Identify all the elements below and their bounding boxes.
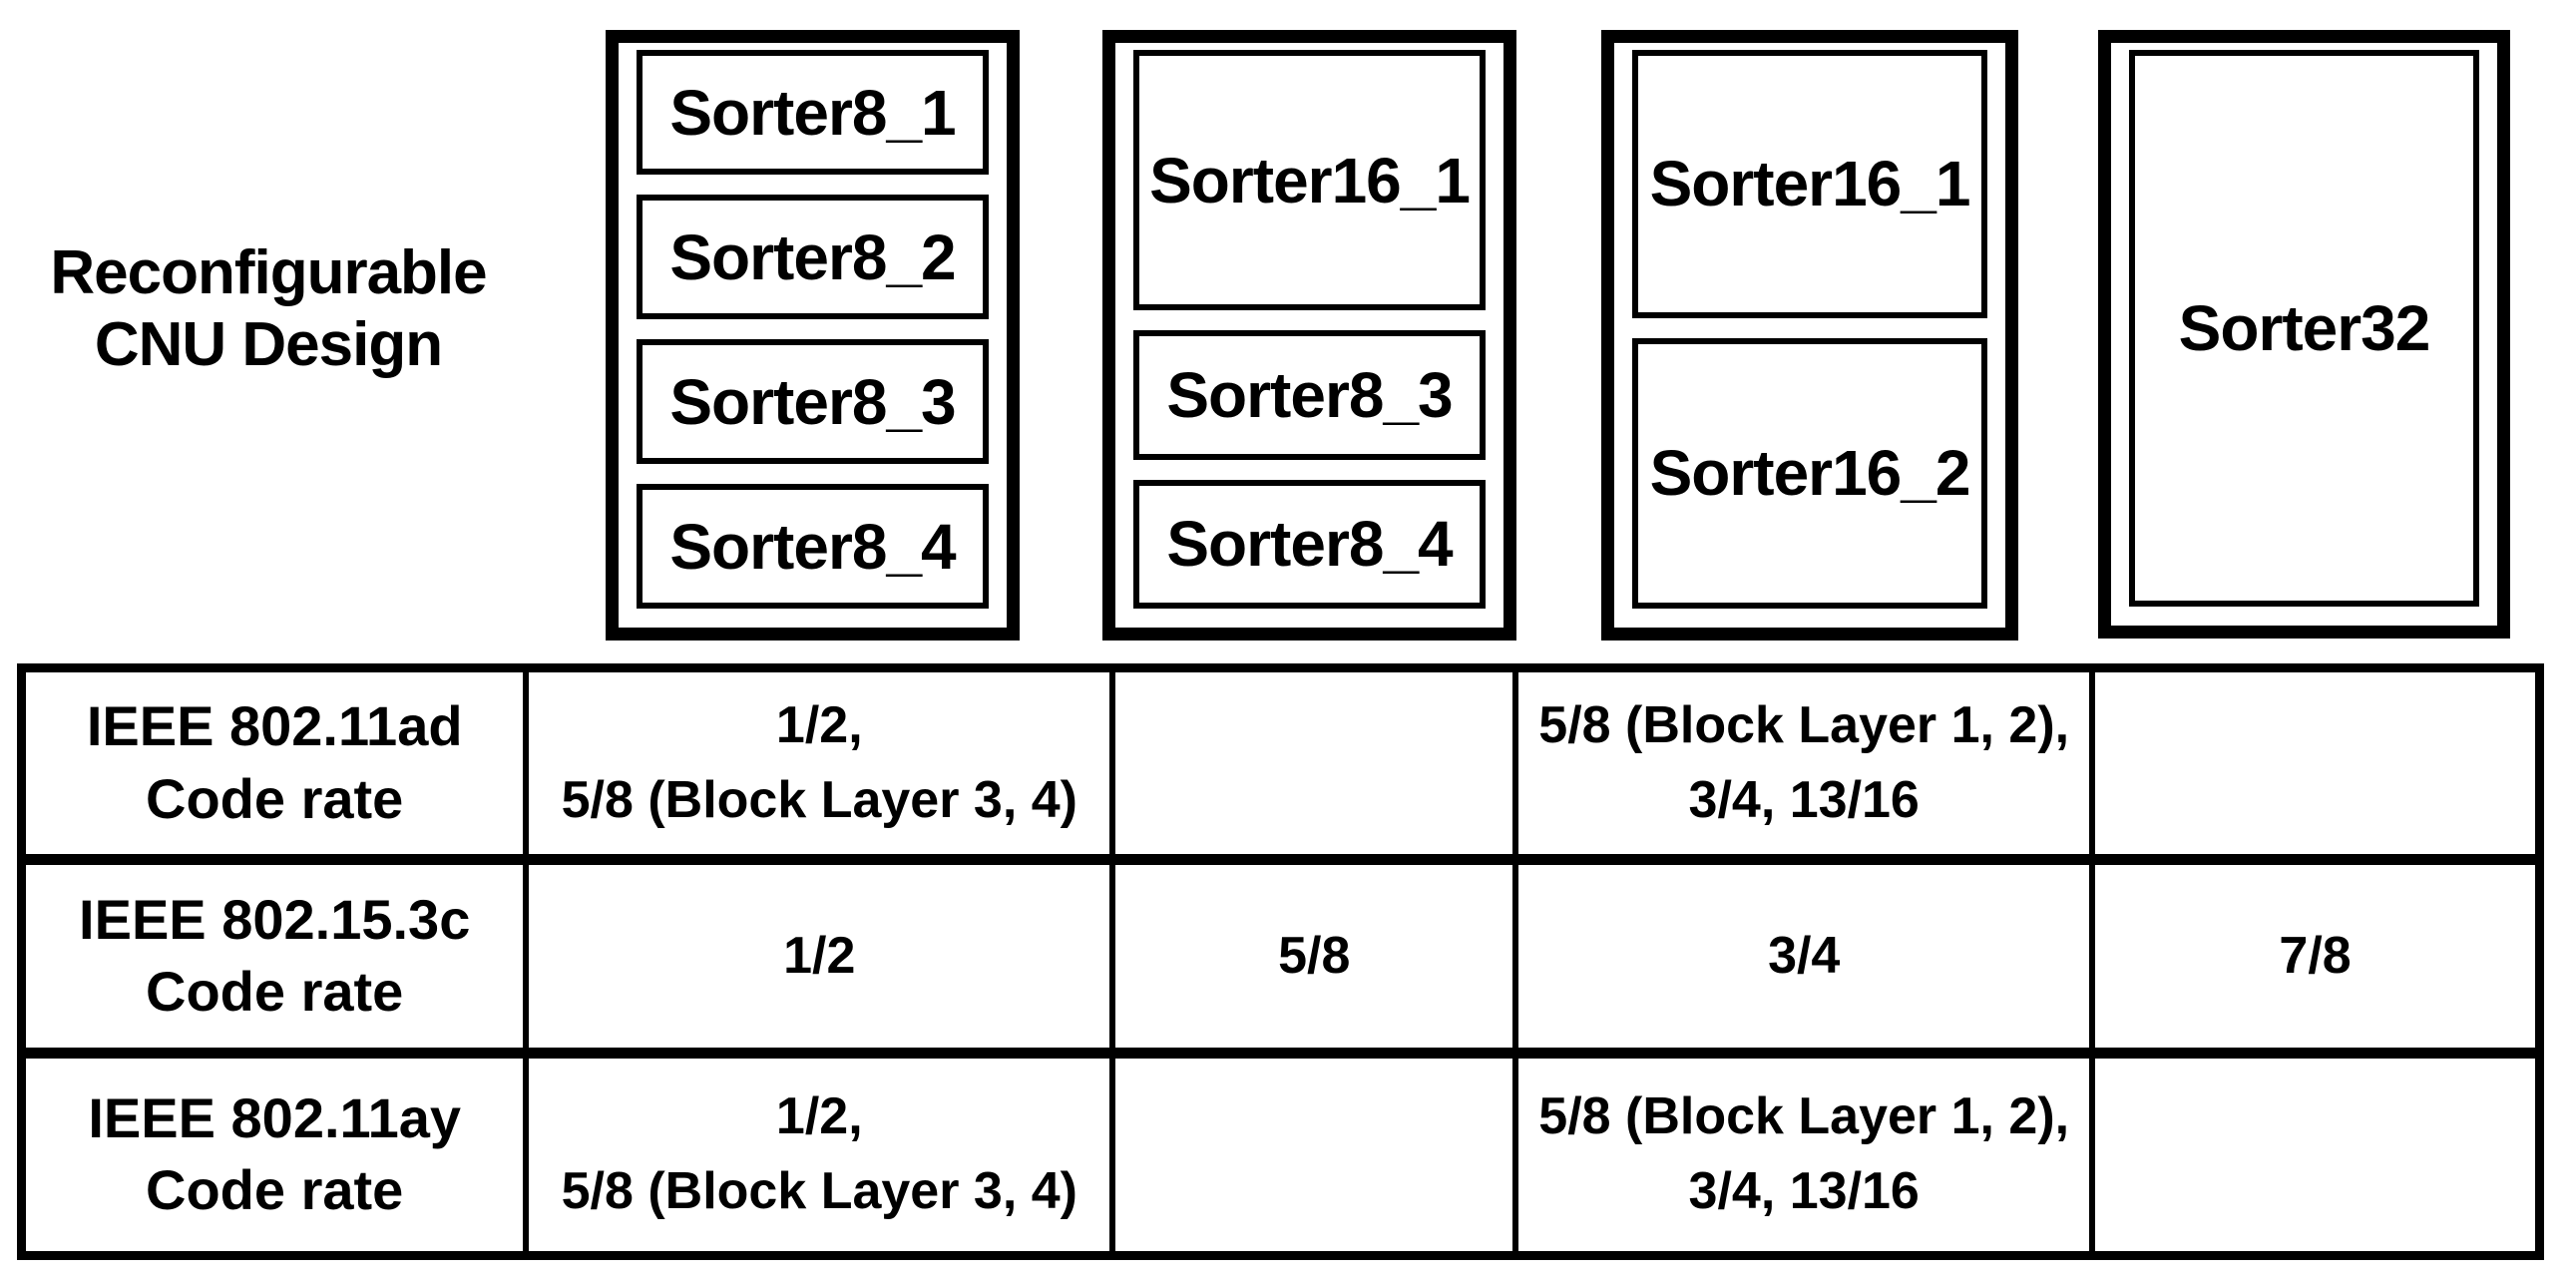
table-cell: 5/8 (Block Layer 1, 2), 3/4, 13/16 xyxy=(1518,1058,2096,1251)
row-header-ieee-802-11ay: IEEE 802.11ay Code rate xyxy=(26,1058,530,1251)
row-header-ieee-802-15-3c: IEEE 802.15.3c Code rate xyxy=(26,865,530,1059)
cnu-config-box-4: Sorter32 xyxy=(2098,30,2510,639)
cnu-config-box-2: Sorter16_1 Sorter8_3 Sorter8_4 xyxy=(1102,30,1516,641)
table-cell: 5/8 xyxy=(1115,865,1519,1059)
sorter8-4-block: Sorter8_4 xyxy=(1133,479,1486,610)
table-cell: 3/4 xyxy=(1518,865,2096,1059)
cnu-config-box-1: Sorter8_1 Sorter8_2 Sorter8_3 Sorter8_4 xyxy=(606,30,1020,641)
table-cell xyxy=(1115,672,1519,866)
diagram-row-label: Reconfigurable CNU Design xyxy=(50,238,487,379)
table-cell: 1/2, 5/8 (Block Layer 3, 4) xyxy=(529,1058,1116,1251)
table-cell: 5/8 (Block Layer 1, 2), 3/4, 13/16 xyxy=(1518,672,2096,866)
cnu-config-box-3: Sorter16_1 Sorter16_2 xyxy=(1601,30,2018,641)
sorter8-4-block: Sorter8_4 xyxy=(637,484,989,609)
sorter16-1-block: Sorter16_1 xyxy=(1133,50,1486,311)
sorter32-block: Sorter32 xyxy=(2129,50,2479,607)
sorter8-3-block: Sorter8_3 xyxy=(1133,330,1486,460)
sorter8-2-block: Sorter8_2 xyxy=(637,195,989,319)
table-cell: 7/8 xyxy=(2095,865,2535,1059)
table-cell: 1/2 xyxy=(529,865,1116,1059)
sorter8-1-block: Sorter8_1 xyxy=(637,50,989,175)
sorter8-3-block: Sorter8_3 xyxy=(637,339,989,464)
table-cell xyxy=(2095,1059,2535,1251)
sorter16-2-block: Sorter16_2 xyxy=(1632,337,1987,609)
table-cell xyxy=(2095,672,2535,866)
table-cell xyxy=(1115,1058,1519,1251)
code-rate-table: IEEE 802.11ad Code rate 1/2, 5/8 (Block … xyxy=(17,663,2544,1260)
row-header-ieee-802-11ad: IEEE 802.11ad Code rate xyxy=(26,672,530,866)
table-cell: 1/2, 5/8 (Block Layer 3, 4) xyxy=(529,672,1116,866)
sorter16-1-block: Sorter16_1 xyxy=(1632,50,1987,318)
